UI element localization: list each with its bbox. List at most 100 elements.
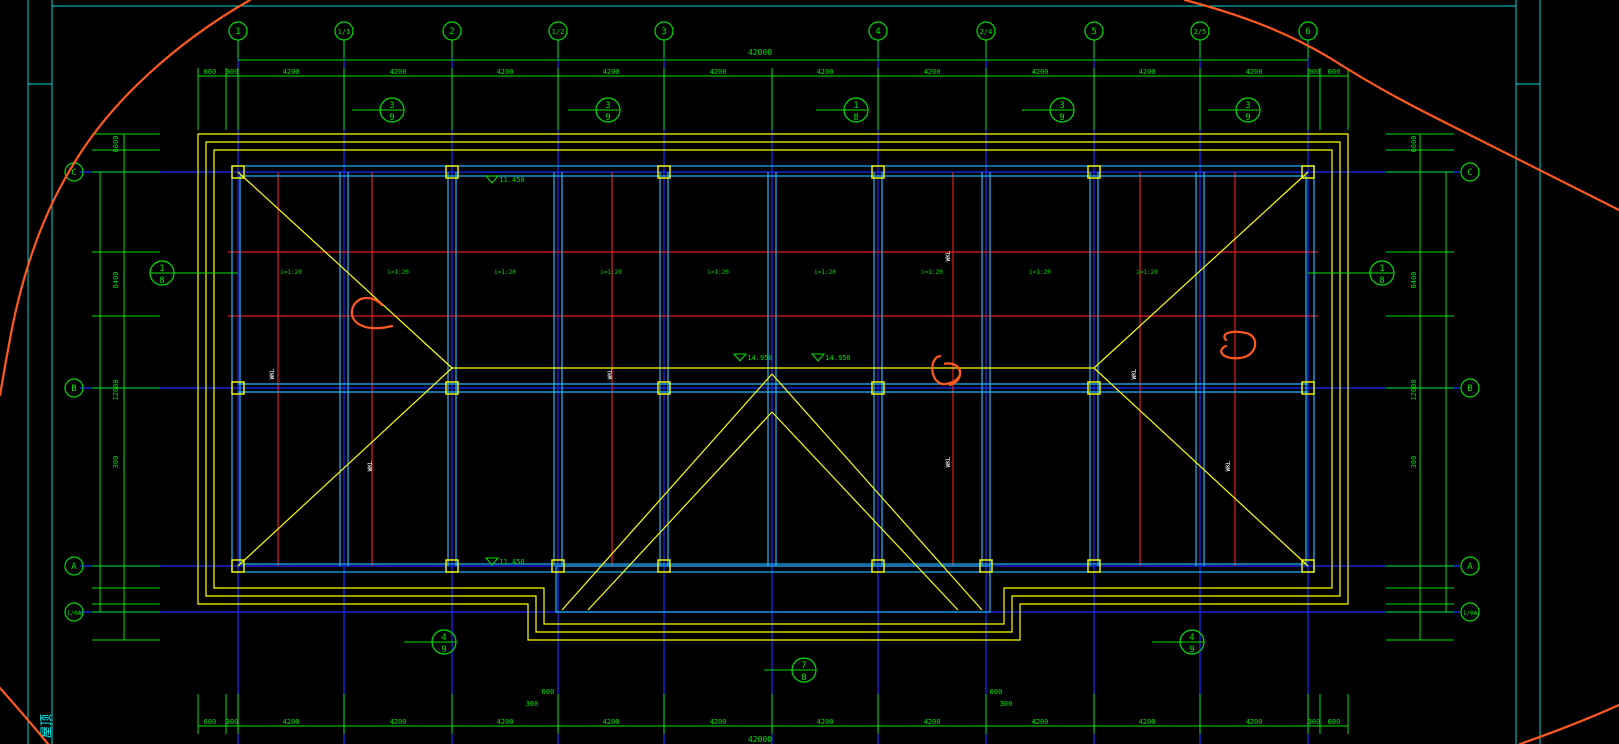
column-2 [657, 165, 671, 179]
callout-bottom-1: 9 [605, 113, 610, 123]
valley-left-1 [561, 373, 773, 611]
axis-bubble-ax25 [1190, 21, 1210, 41]
dim-right-1: 8400 [1410, 272, 1418, 289]
markup-letter-b [931, 354, 962, 387]
valley-left-2 [587, 411, 773, 611]
slope-label-7: i=1:20 [1029, 269, 1051, 276]
callout-top-2: 1 [853, 101, 858, 111]
axis-label-left-axB: B [71, 384, 76, 394]
column-5 [1301, 165, 1315, 179]
elevation-label-1: 11.450 [499, 558, 524, 566]
dim-left-0: 6000 [112, 136, 120, 153]
callout-bottom-2: 8 [853, 113, 858, 123]
overall-dimension-bottom: 42000 [748, 735, 772, 744]
dim-bottom-3: 4200 [390, 718, 407, 726]
dim-bottom-6: 4200 [710, 718, 727, 726]
dim-left-2: 12600 [112, 379, 120, 400]
axis-bubble-right-ax0A [1460, 602, 1480, 622]
axis-bubble-ax5 [1084, 21, 1104, 41]
beam-tag-1: WKL [607, 368, 614, 379]
axis-bubble-right-axA [1460, 556, 1480, 576]
axis-bubble-ax11 [334, 21, 354, 41]
dim-top-6: 4200 [710, 68, 727, 76]
dim-small-1: 600 [990, 688, 1003, 696]
roof-edge-mid [205, 141, 1341, 633]
slope-label-8: i=1:20 [1136, 269, 1158, 276]
column-0 [231, 165, 245, 179]
beam-tag-0: WKL [269, 368, 276, 379]
dim-bottom-7: 4200 [817, 718, 834, 726]
callout-top-6: 1 [1379, 264, 1384, 274]
dim-top-1: 300 [226, 68, 239, 76]
slope-label-4: i=1:20 [707, 269, 729, 276]
slope-label-1: i=1:20 [387, 269, 409, 276]
secondary-beams [228, 172, 1318, 566]
axis-label-ax3: 3 [661, 27, 666, 37]
axis-label-right-axC: C [1467, 168, 1472, 178]
dim-top-9: 4200 [1032, 68, 1049, 76]
dim-bottom-12: 300 [1308, 718, 1321, 726]
axis-label-ax24: 2/4 [980, 28, 993, 36]
markup-letter-d [1220, 330, 1257, 360]
callout-top-3: 3 [1059, 101, 1064, 111]
axis-bubble-left-axB [64, 378, 84, 398]
callout-bottom-8: 9 [1189, 645, 1194, 655]
axis-label-ax5: 5 [1091, 27, 1096, 37]
dim-right-0: 6000 [1410, 136, 1418, 153]
beam-tag-2: WKL [945, 250, 952, 261]
callout-bottom-7: 9 [441, 645, 446, 655]
dim-bottom-8: 4200 [924, 718, 941, 726]
roof-edge-inner [213, 149, 1333, 625]
markup-cloud-right [1183, 0, 1619, 212]
slope-label-6: i=1:20 [921, 269, 943, 276]
valley-right-1 [771, 373, 983, 611]
dim-bottom-2: 4200 [283, 718, 300, 726]
dim-top-7: 4200 [817, 68, 834, 76]
axis-label-ax1: 1 [235, 27, 240, 37]
valley-right-2 [771, 411, 959, 611]
column-11 [1301, 381, 1315, 395]
axis-bubble-ax4 [868, 21, 888, 41]
dim-right-3: 300 [1410, 456, 1418, 469]
axis-label-ax4: 4 [875, 27, 880, 37]
dim-bottom-4: 4200 [497, 718, 514, 726]
dim-top-10: 4200 [1139, 68, 1156, 76]
callout-bottom-6: 8 [1379, 276, 1384, 286]
elevation-marker-1 [484, 557, 500, 566]
dim-bottom-11: 4200 [1246, 718, 1263, 726]
slope-label-2: i=1:20 [494, 269, 516, 276]
markup-letter-c [350, 296, 394, 330]
hip-bl [237, 367, 453, 567]
dim-bottom-5: 4200 [603, 718, 620, 726]
dim-top-5: 4200 [603, 68, 620, 76]
axis-label-ax25: 2/5 [1194, 28, 1207, 36]
axis-bubble-ax1 [228, 21, 248, 41]
overall-dimension-top: 42000 [748, 48, 772, 57]
dim-right-2: 12600 [1410, 379, 1418, 400]
column-1 [445, 165, 459, 179]
markup-cloud-left [0, 0, 252, 397]
axis-label-ax12: 1/2 [552, 28, 565, 36]
dim-left-1: 8400 [112, 272, 120, 289]
axis-label-right-axA: A [1467, 562, 1473, 572]
callout-bottom-9: 8 [801, 673, 806, 683]
column-6 [231, 381, 245, 395]
axis-label-ax2: 2 [449, 27, 454, 37]
roof-outline [197, 133, 1349, 641]
axis-label-right-ax0A: 1/0A [1463, 610, 1478, 617]
column-19 [1301, 559, 1315, 573]
axis-label-left-ax0A: 1/0A [67, 610, 82, 617]
column-9 [871, 381, 885, 395]
elevation-label-0: 11.450 [499, 176, 524, 184]
dim-small-2: 300 [526, 700, 539, 708]
callout-bottom-5: 8 [159, 276, 164, 286]
dim-bottom-0: 600 [204, 718, 217, 726]
elevation-label-2: 14.950 [825, 354, 850, 362]
dim-bottom-9: 4200 [1032, 718, 1049, 726]
dim-small-0: 600 [542, 688, 555, 696]
callout-top-4: 3 [1245, 101, 1250, 111]
